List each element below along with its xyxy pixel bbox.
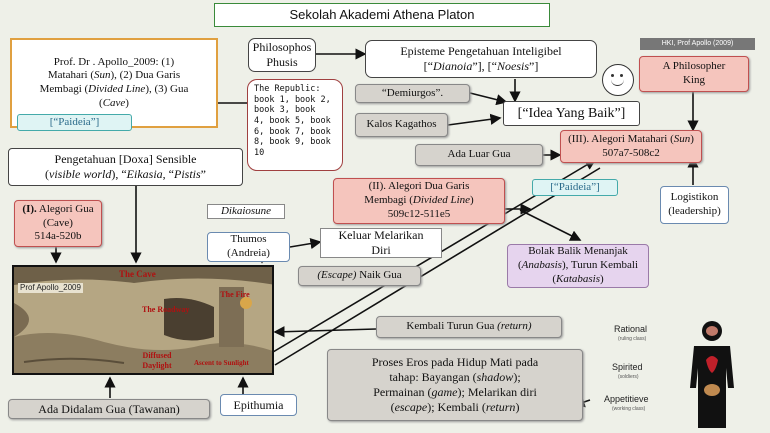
alegori-gua-box: (I). Alegori Gua (Cave) 514a-520b — [14, 200, 102, 247]
thumos-box: Thumos (Andreia) — [207, 232, 290, 262]
roadway-label: The Roadway — [142, 305, 190, 314]
cave-credit-label: Prof Apollo_2009 — [18, 283, 83, 293]
ada-didalam-gua-box: Ada Didalam Gua (Tawanan) — [8, 399, 210, 419]
spirited-label: Spirited — [612, 362, 643, 372]
fire-label: The Fire — [220, 290, 250, 299]
paideia-right-box: [“Paideia”] — [532, 179, 618, 196]
demiurgos-box: “Demiurgos”. — [355, 84, 470, 103]
alegori-dua-garis-box: (II). Alegori Dua Garis Membagi (Divided… — [333, 178, 505, 224]
page-title: Sekolah Akademi Athena Platon — [214, 3, 550, 27]
episteme-box: Episteme Pengetahuan Inteligibel [“Diano… — [365, 40, 597, 78]
soul-body-figure — [690, 321, 734, 428]
appetitive-sub-label: (working class) — [612, 406, 646, 412]
proses-eros-box: Proses Eros pada Hidup Mati pada tahap: … — [327, 349, 583, 421]
bolak-balik-box: Bolak Balik Menanjak (Anabasis), Turun K… — [507, 244, 649, 288]
dikaiosune-box: Dikaiosune — [207, 204, 285, 219]
idea-yang-baik-box: [“Idea Yang Baik”] — [503, 101, 640, 126]
doxa-box: Pengetahuan [Doxa] Sensible (visible wor… — [8, 148, 243, 186]
cave-title-label: The Cave — [119, 269, 156, 279]
ada-luar-gua-box: Ada Luar Gua — [415, 144, 543, 166]
spirited-sub-label: (soldiers) — [618, 374, 639, 380]
republic-books-note: The Republic: book 1, book 2, book 3, bo… — [247, 79, 343, 171]
kembali-turun-gua-box: Kembali Turun Gua (return) — [376, 316, 562, 338]
escape-naik-gua-box: (Escape) Naik Gua — [298, 266, 421, 286]
diffused-daylight-label: Diffused Daylight — [142, 351, 172, 370]
keluar-melarikan-box: Keluar Melarikan Diri — [320, 228, 442, 258]
apollo-summary-box: Prof. Dr . Apollo_2009: (1) Matahari (Su… — [10, 38, 218, 128]
logistikon-box: Logistikon (leadership) — [660, 186, 729, 224]
kalos-kagathos-box: Kalos Kagathos — [355, 113, 448, 137]
cave-illustration: The Cave Prof Apollo_2009 The Roadway Th… — [12, 265, 274, 375]
cave-drawing — [14, 267, 272, 373]
appetitive-label: Appetitieve — [604, 394, 649, 404]
alegori-matahari-box: (III). Alegori Matahari (Sun) 507a7-508c… — [560, 130, 702, 163]
apollo-line-1: Prof. Dr . Apollo_2009: (1) — [53, 55, 175, 68]
rational-label: Rational — [614, 324, 648, 334]
philosophos-box: Philosophos Phusis — [248, 38, 316, 72]
epithumia-box: Epithumia — [220, 394, 297, 416]
credit-label: HKI, Prof Apollo (2009) — [640, 38, 755, 50]
smiley-face-icon — [602, 64, 634, 96]
ascent-label: Ascent to Sunlight — [194, 359, 249, 367]
paideia-left-box: [“Paideia”] — [17, 114, 132, 131]
rational-sub-label: (ruling class) — [618, 336, 647, 342]
philosopher-king-box: A Philosopher King — [639, 56, 749, 92]
